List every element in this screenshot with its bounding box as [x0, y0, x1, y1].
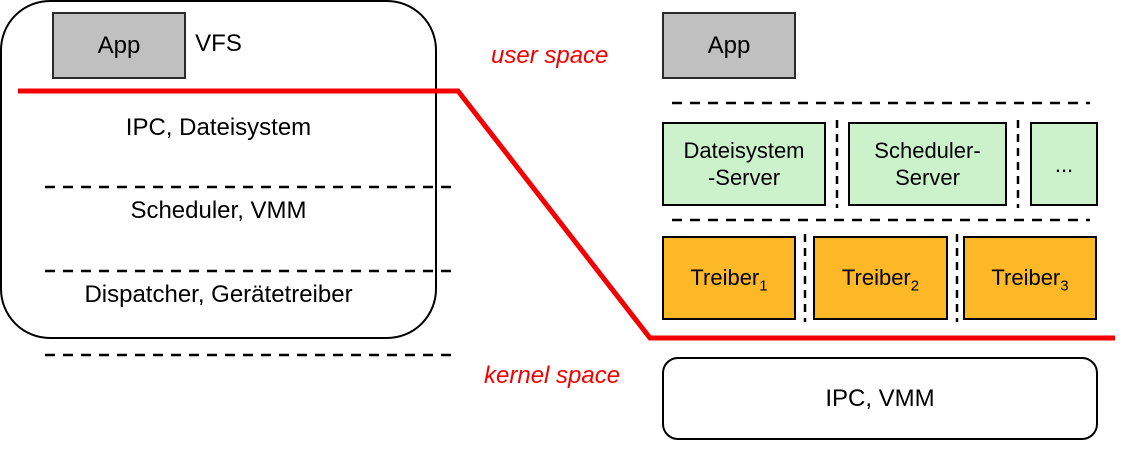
kernel-layer-dispatcher-geraetetreiber: Dispatcher, Gerätetreiber — [84, 281, 353, 309]
microkernel-ipc-vmm-box: IPC, VMM — [662, 357, 1098, 440]
kernel-space-label: kernel space — [484, 362, 621, 389]
app-box-right: App — [662, 12, 796, 79]
app-label: App — [707, 31, 751, 59]
kernel-layer-ipc-dateisystem: IPC, Dateisystem — [125, 113, 312, 141]
server-label-line2: -Server — [707, 165, 781, 190]
app-box-left: App — [52, 12, 186, 79]
app-label: App — [97, 31, 141, 59]
driver-label: Treiber2 — [841, 265, 920, 295]
driver-subscript: 3 — [1060, 277, 1069, 295]
ellipsis-label: ... — [1054, 151, 1074, 177]
more-servers-ellipsis-box: ... — [1030, 122, 1098, 206]
treiber-3-box: Treiber3 — [963, 236, 1097, 320]
kernel-layer-scheduler-vmm: Scheduler, VMM — [130, 197, 307, 225]
treiber-1-box: Treiber1 — [662, 236, 796, 320]
driver-subscript: 2 — [910, 277, 920, 295]
server-label-line1: Scheduler- — [874, 138, 981, 163]
dateisystem-server-box: Dateisystem -Server — [662, 122, 826, 206]
driver-label: Treiber1 — [690, 265, 768, 295]
microkernel-label: IPC, VMM — [825, 384, 935, 412]
server-label-line2: Server — [895, 165, 960, 190]
scheduler-server-box: Scheduler- Server — [848, 122, 1007, 206]
server-label-line1: Dateisystem — [683, 138, 805, 163]
driver-subscript: 1 — [759, 277, 768, 295]
driver-label: Treiber3 — [991, 265, 1069, 295]
user-space-label: user space — [491, 42, 609, 69]
treiber-2-box: Treiber2 — [813, 236, 948, 320]
kernel-layer-vfs: VFS — [195, 29, 242, 57]
